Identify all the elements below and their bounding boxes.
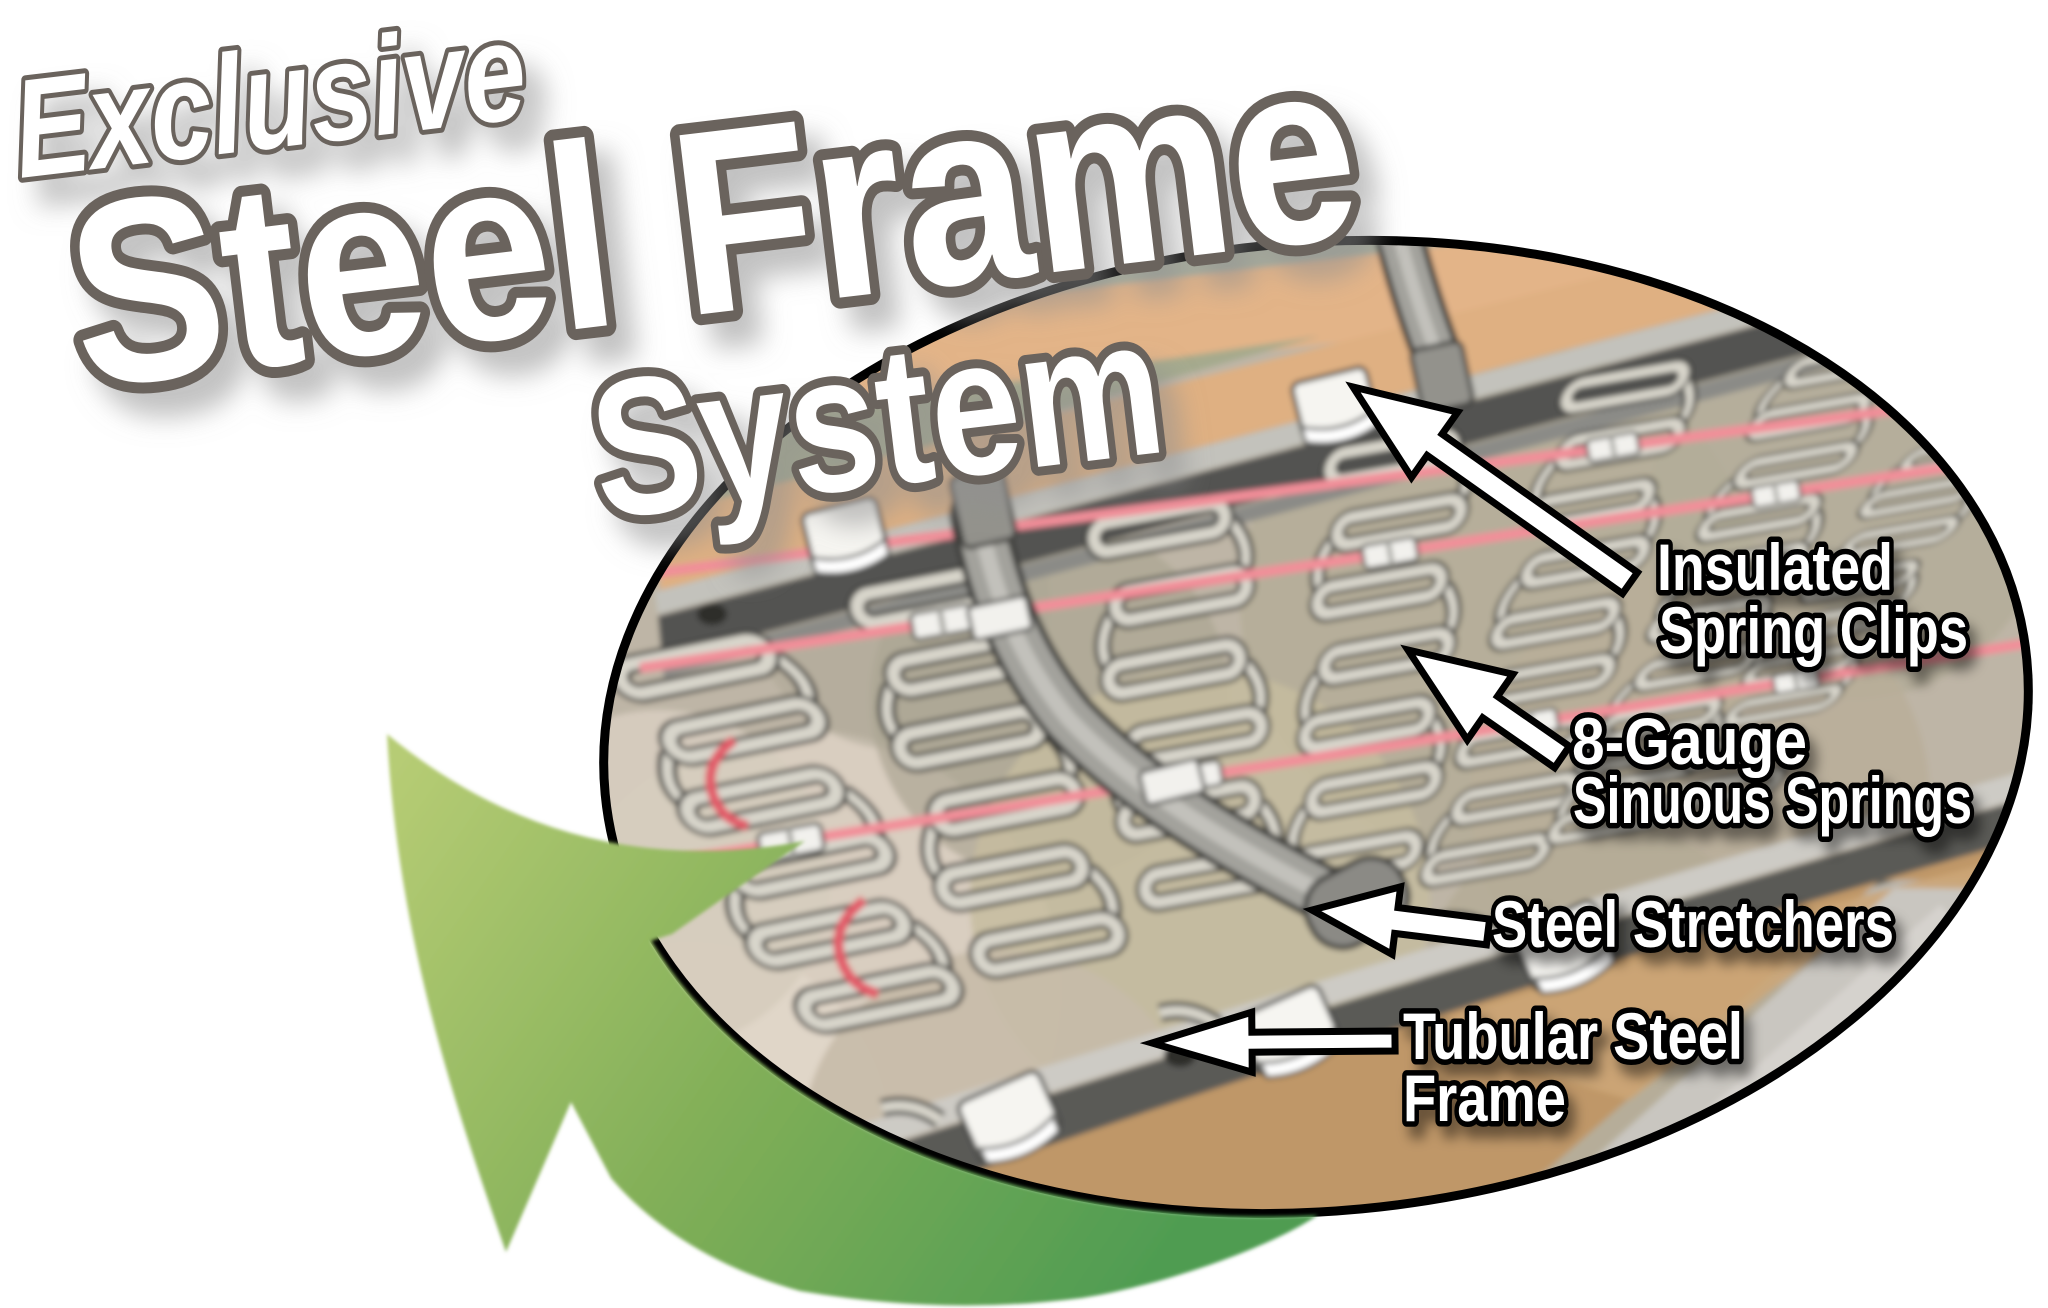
svg-text:Frame: Frame: [1403, 1061, 1566, 1135]
svg-text:8-Gauge: 8-Gauge: [1572, 704, 1807, 778]
svg-text:Frame: Frame: [1403, 1061, 1566, 1135]
svg-text:Insulated: Insulated: [1657, 530, 1893, 604]
svg-text:Steel Stretchers: Steel Stretchers: [1492, 887, 1894, 961]
svg-text:8-Gauge: 8-Gauge: [1572, 704, 1807, 778]
svg-text:Tubular Steel: Tubular Steel: [1403, 999, 1743, 1073]
svg-text:Sinuous Springs: Sinuous Springs: [1573, 763, 1972, 837]
svg-text:Tubular Steel: Tubular Steel: [1403, 999, 1743, 1073]
svg-text:Steel Stretchers: Steel Stretchers: [1492, 887, 1894, 961]
svg-text:Sinuous Springs: Sinuous Springs: [1573, 763, 1972, 837]
svg-text:Spring Clips: Spring Clips: [1659, 593, 1968, 667]
svg-text:Spring Clips: Spring Clips: [1659, 593, 1968, 667]
svg-text:Insulated: Insulated: [1657, 530, 1893, 604]
